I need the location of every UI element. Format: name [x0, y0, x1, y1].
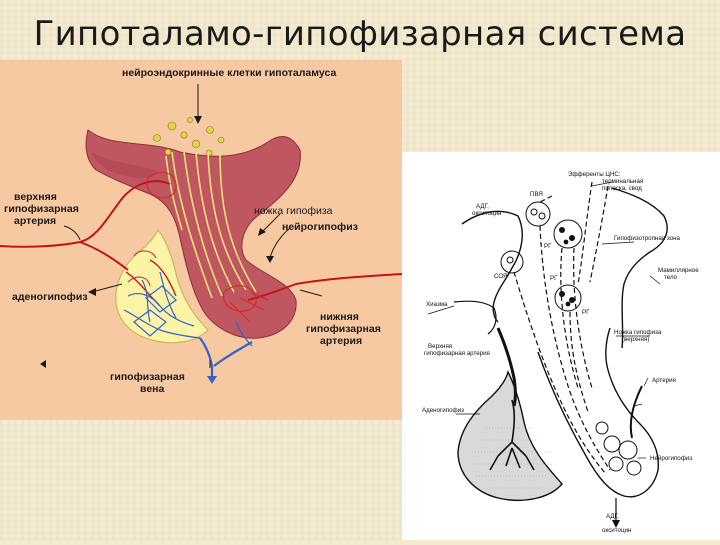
svg-text:артерия: артерия [320, 335, 362, 347]
hypothalamic-pituitary-line-diagram: Эфференты ЦНС: терминальная полоска, сво… [402, 152, 720, 540]
label-hypophysiotropic-zone: Гипофизотропная зона [614, 235, 680, 242]
label-pituitary-stalk: ножка гипофиза [254, 205, 333, 217]
svg-text:Мамиллярное: Мамиллярное [658, 267, 699, 274]
slide-title: Гипоталамо-гипофизарная система [0, 14, 720, 54]
label-neuroendocrine-cells: нейроэндокринные клетки гипоталамуса [122, 67, 336, 79]
svg-text:Верхняя: Верхняя [428, 343, 452, 350]
label-chiasm: Хиазма [426, 301, 448, 308]
svg-text:АДГ,: АДГ, [606, 513, 619, 520]
label-soya: СОЯ [494, 273, 507, 280]
svg-text:вена: вена [140, 383, 164, 395]
svg-text:нижняя: нижняя [320, 311, 359, 323]
svg-text:гипофизарная: гипофизарная [4, 203, 79, 215]
label-pvya: ПВЯ [530, 191, 543, 198]
label-adenohypophysis: Аденогипофиз [422, 407, 464, 414]
svg-text:артерия: артерия [14, 215, 56, 227]
svg-text:полоска, свод: полоска, свод [602, 185, 642, 192]
svg-text:тело: тело [664, 274, 678, 281]
label-rg-3: РГ [582, 309, 590, 316]
label-neurohypophysis: нейрогипофиз [282, 221, 358, 233]
svg-text:окситоцин: окситоцин [602, 527, 631, 534]
label-neurohypophysis: Нейрогипофиз [650, 455, 692, 462]
svg-text:окситоцин: окситоцин [472, 210, 501, 217]
label-artery: Артерия [652, 377, 676, 384]
svg-text:Эфференты ЦНС:: Эфференты ЦНС: [568, 171, 621, 178]
label-adenohypophysis: аденогипофиз [12, 291, 88, 303]
svg-text:терминальная: терминальная [602, 178, 643, 185]
label-rg-1: РГ [544, 243, 552, 250]
svg-text:гипофизарная артерия: гипофизарная артерия [424, 350, 490, 357]
left-diagram: нейроэндокринные клетки гипоталамуса вер… [0, 60, 402, 420]
svg-text:верхняя: верхняя [14, 191, 57, 203]
svg-text:гипофизарная: гипофизарная [110, 371, 185, 383]
svg-text:гипофизарная: гипофизарная [306, 323, 381, 335]
right-diagram: Эфференты ЦНС: терминальная полоска, сво… [402, 152, 720, 540]
label-rg-2: РГ [550, 275, 558, 282]
svg-text:АДГ,: АДГ, [476, 203, 489, 210]
svg-text:(верхняя): (верхняя) [622, 336, 649, 343]
hypothalamic-pituitary-color-diagram: нейроэндокринные клетки гипоталамуса вер… [0, 60, 402, 420]
svg-text:Ножка гипофиза: Ножка гипофиза [614, 329, 662, 336]
